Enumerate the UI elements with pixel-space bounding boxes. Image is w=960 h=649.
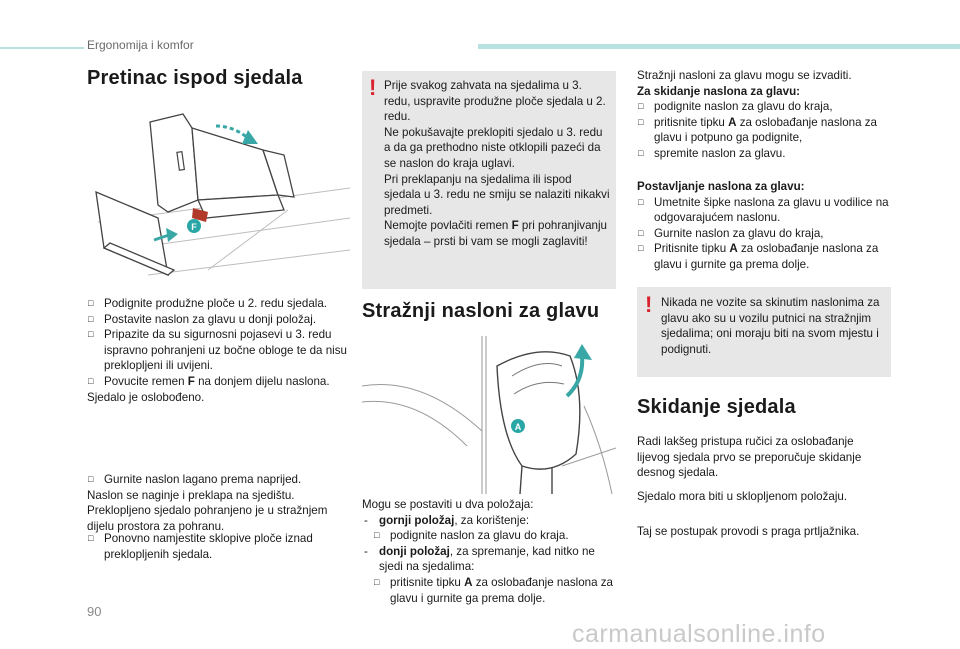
figure-label-f: F: [191, 222, 197, 232]
headrest-illustration: A: [362, 336, 616, 494]
step-extend-panels: Podignite produžne ploče u 2. redu sjeda…: [87, 296, 347, 312]
headrest-install-block: Postavljanje naslona za glavu: Umetnite …: [637, 179, 895, 273]
headrest-positions-block: Mogu se postaviti u dva položaja: gornji…: [362, 497, 616, 606]
warning-line-4: Nemojte povlačiti remen F pri pohranjiva…: [384, 219, 607, 248]
backrest-folds-text: Naslon se naginje i preklapa na sjedištu…: [87, 488, 295, 502]
warning-box-headrests: ! Nikada ne vozite sa skinutim naslonima…: [637, 287, 891, 377]
warning-icon: !: [369, 75, 377, 100]
removal-title: Za skidanje naslona za glavu:: [637, 84, 801, 98]
title-seat-removal: Skidanje sjedala: [637, 396, 796, 418]
title-rear-headrests: Stražnji nasloni za glavu: [362, 300, 600, 322]
positions-intro: Mogu se postaviti u dva položaja:: [362, 498, 534, 511]
step-reposition-panels: Ponovno namjestite sklopive ploče iznad …: [87, 531, 349, 562]
headrest-warning-text: Nikada ne vozite sa skinutim naslonima z…: [661, 296, 880, 356]
instructions-block-1: Podignite produžne ploče u 2. redu sjeda…: [87, 296, 347, 405]
install-title: Postavljanje naslona za glavu:: [637, 180, 805, 193]
removal-step-3: spremite naslon za glavu.: [637, 146, 895, 162]
headrest-removal-block: Stražnji nasloni za glavu mogu se izvadi…: [637, 68, 895, 162]
seat-removal-para-1: Radi lakšeg pristupa ručici za oslobađan…: [637, 435, 862, 480]
section-header: Ergonomija i komfor: [87, 38, 194, 52]
position-upper: gornji položaj, za korištenje:: [362, 513, 616, 529]
step-belts-stored: Pripazite da su sigurnosni pojasevi u 3.…: [87, 327, 347, 374]
instructions-block-2: Gurnite naslon lagano prema naprijed. Na…: [87, 472, 349, 534]
warning-box-seats: ! Prije svakog zahvata na sjedalima u 3.…: [362, 71, 616, 289]
seat-folding-illustration: F: [95, 113, 350, 277]
watermark: carmanualsonline.info: [572, 620, 826, 648]
install-step-3: Pritisnite tipku A za oslobađanje naslon…: [637, 241, 895, 272]
install-step-2: Gurnite naslon za glavu do kraja,: [637, 226, 895, 242]
position-lower-step: pritisnite tipku A za oslobađanje naslon…: [362, 575, 616, 606]
warning-icon: !: [645, 292, 653, 317]
step-push-forward: Gurnite naslon lagano prema naprijed.: [87, 472, 349, 488]
removal-step-2: pritisnite tipku A za oslobađanje naslon…: [637, 115, 895, 146]
position-upper-step: podignite naslon za glavu do kraja.: [362, 528, 616, 544]
seat-stored-text: Preklopljeno sjedalo pohranjeno je u str…: [87, 504, 328, 533]
header-accent-bar-left: [0, 47, 84, 49]
header-accent-bar-right: [478, 44, 960, 49]
install-step-1: Umetnite šipke naslona za glavu u vodili…: [637, 195, 895, 226]
step-pull-strap: Povucite remen F na donjem dijelu naslon…: [87, 374, 347, 390]
page-number: 90: [87, 604, 102, 619]
title-under-seat-compartment: Pretinac ispod sjedala: [87, 67, 303, 89]
figure-label-a: A: [515, 422, 522, 432]
seat-removal-para-3: Taj se postupak provodi s praga prtljažn…: [637, 525, 860, 538]
seat-released-text: Sjedalo je oslobođeno.: [87, 390, 205, 404]
removal-step-1: podignite naslon za glavu do kraja,: [637, 99, 895, 115]
position-lower: donji položaj, za spremanje, kad nitko n…: [362, 544, 616, 575]
warning-line-2: Ne pokušavajte preklopiti sjedalo u 3. r…: [384, 125, 603, 170]
seat-removal-para-2: Sjedalo mora biti u sklopljenom položaju…: [637, 490, 848, 503]
removal-intro: Stražnji nasloni za glavu mogu se izvadi…: [637, 69, 852, 82]
warning-line-1: Prije svakog zahvata na sjedalima u 3. r…: [384, 79, 606, 124]
step-headrest-low: Postavite naslon za glavu u donji položa…: [87, 312, 347, 328]
warning-line-3: Pri preklapanju na sjedalima ili ispod s…: [384, 172, 610, 217]
